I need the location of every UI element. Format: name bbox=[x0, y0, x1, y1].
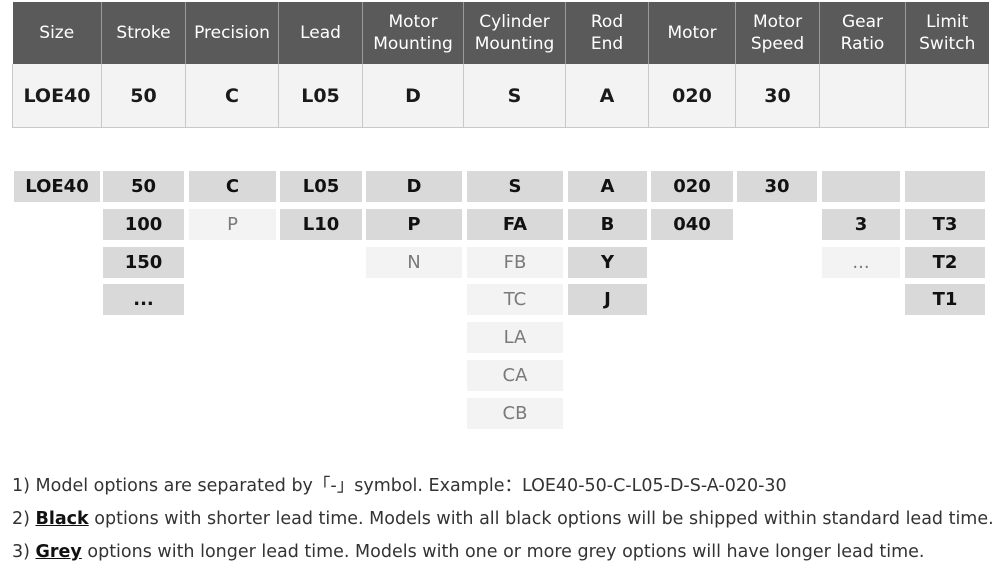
motor-mounting-option-selected: D bbox=[366, 171, 462, 202]
lead-option-black: L10 bbox=[280, 209, 362, 240]
rod-end-option-black: B bbox=[568, 209, 647, 240]
selected-precision: C bbox=[185, 64, 279, 128]
stroke-option-black: 150 bbox=[103, 247, 184, 278]
black-keyword: Black bbox=[35, 509, 89, 529]
selected-model-row: LOE40 50 C L05 D S A 020 30 bbox=[12, 64, 989, 128]
precision-option-grey: P bbox=[189, 209, 276, 240]
header-lead: Lead bbox=[278, 2, 363, 64]
selected-motor: 020 bbox=[648, 64, 736, 128]
selected-limit-switch bbox=[905, 64, 989, 128]
cylinder-mounting-option-black: FA bbox=[467, 209, 563, 240]
header-size: Size bbox=[12, 2, 102, 64]
header-stroke: Stroke bbox=[101, 2, 186, 64]
note-1: 1) Model options are separated by「-」symb… bbox=[12, 476, 787, 496]
header-motor: Motor bbox=[648, 2, 736, 64]
stroke-option-black: ... bbox=[103, 284, 184, 315]
selected-size: LOE40 bbox=[12, 64, 102, 128]
selected-motor-speed: 30 bbox=[735, 64, 820, 128]
header-precision: Precision bbox=[185, 2, 279, 64]
selected-motor-mounting: D bbox=[362, 64, 464, 128]
selected-cylinder-mounting: S bbox=[463, 64, 566, 128]
stroke-option-black: 100 bbox=[103, 209, 184, 240]
limit-switch-option-black: T3 bbox=[905, 209, 985, 240]
stroke-option-selected: 50 bbox=[103, 171, 184, 202]
selected-lead: L05 bbox=[278, 64, 363, 128]
lead-option-selected: L05 bbox=[280, 171, 362, 202]
motor-option-selected: 020 bbox=[651, 171, 733, 202]
gear-ratio-option-grey: ... bbox=[822, 247, 900, 278]
limit-switch-option-selected bbox=[905, 171, 985, 202]
note-3: 3) Grey options with longer lead time. M… bbox=[12, 542, 925, 562]
cylinder-mounting-option-grey: FB bbox=[467, 247, 563, 278]
cylinder-mounting-option-grey: CA bbox=[467, 360, 563, 391]
gear-ratio-option-selected bbox=[822, 171, 900, 202]
rod-end-option-black: Y bbox=[568, 247, 647, 278]
precision-option-selected: C bbox=[189, 171, 276, 202]
cylinder-mounting-option-grey: LA bbox=[467, 322, 563, 353]
selected-stroke: 50 bbox=[101, 64, 186, 128]
note-2: 2) Black options with shorter lead time.… bbox=[12, 509, 994, 529]
motor-mounting-option-black: P bbox=[366, 209, 462, 240]
motor-speed-option-selected: 30 bbox=[737, 171, 817, 202]
notes: 1) Model options are separated by「-」symb… bbox=[12, 470, 994, 569]
motor-option-black: 040 bbox=[651, 209, 733, 240]
selected-rod-end: A bbox=[565, 64, 649, 128]
rod-end-option-selected: A bbox=[568, 171, 647, 202]
limit-switch-option-black: T1 bbox=[905, 284, 985, 315]
cylinder-mounting-option-selected: S bbox=[467, 171, 563, 202]
motor-mounting-option-grey: N bbox=[366, 247, 462, 278]
grey-keyword: Grey bbox=[35, 542, 82, 562]
selected-gear-ratio bbox=[819, 64, 906, 128]
rod-end-option-black: J bbox=[568, 284, 647, 315]
gear-ratio-option-black: 3 bbox=[822, 209, 900, 240]
cylinder-mounting-option-grey: TC bbox=[467, 284, 563, 315]
limit-switch-option-black: T2 bbox=[905, 247, 985, 278]
size-option-selected: LOE40 bbox=[14, 171, 100, 202]
cylinder-mounting-option-grey: CB bbox=[467, 398, 563, 429]
